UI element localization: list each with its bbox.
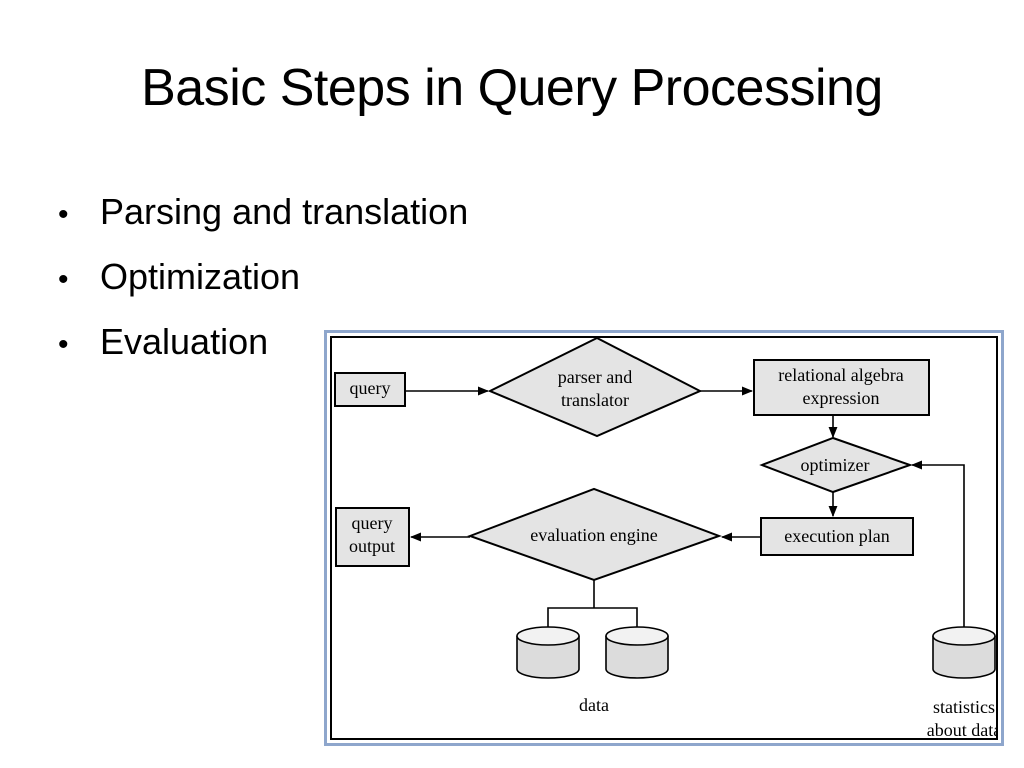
parser-diamond-shape <box>487 338 703 438</box>
arrow-statistics-to-optimizer <box>910 460 965 628</box>
line-data-branch <box>547 607 638 628</box>
bullet-dot: • <box>58 198 69 231</box>
bullet-list: • Parsing and translation • Optimization •… <box>58 186 468 381</box>
data-cylinder-1 <box>516 626 580 679</box>
statistics-label-line2: about data <box>927 720 998 740</box>
evaluation-diamond-shape <box>467 487 722 582</box>
cylinder-top <box>605 626 669 646</box>
query-box: query <box>334 372 406 407</box>
bullet-item: • Evaluation <box>58 316 468 381</box>
optimizer-label: optimizer <box>801 455 870 475</box>
bullet-text: Parsing and translation <box>100 191 469 232</box>
bullet-dot: • <box>58 263 69 296</box>
connectors <box>405 386 965 628</box>
bullet-item: • Parsing and translation <box>58 186 468 251</box>
parser-label-line1: parser and <box>558 367 632 387</box>
relational-algebra-line1: relational algebra <box>778 365 903 385</box>
relational-algebra-rect <box>753 359 930 416</box>
slide-title: Basic Steps in Query Processing <box>141 59 883 117</box>
query-processing-diagram: query parser and translator relational a… <box>334 338 998 740</box>
parser-translator-diamond: parser and translator <box>487 338 703 438</box>
query-output-line2: output <box>349 536 395 556</box>
query-output-line1: query <box>352 513 393 533</box>
data-cylinder-2 <box>605 626 669 679</box>
cylinder-body <box>932 636 996 679</box>
statistics-label-line1: statistics <box>933 697 995 717</box>
parser-label-line2: translator <box>561 390 629 410</box>
bullet-text: Evaluation <box>100 321 269 362</box>
optimizer-diamond: optimizer <box>759 436 914 494</box>
cylinder-body <box>516 636 580 679</box>
evaluation-engine-diamond: evaluation engine <box>467 487 722 582</box>
cylinder-top <box>516 626 580 646</box>
figure-inner-border: query parser and translator relational a… <box>330 336 998 740</box>
query-box-rect <box>334 372 406 407</box>
execution-plan-box: execution plan <box>760 517 914 556</box>
bullet-text: Optimization <box>100 256 301 297</box>
relational-algebra-box: relational algebra expression <box>753 359 930 416</box>
query-label: query <box>350 378 391 398</box>
query-output-box: query output <box>335 507 410 567</box>
figure-frame: query parser and translator relational a… <box>324 330 1004 746</box>
relational-algebra-line2: expression <box>803 388 880 408</box>
query-output-rect <box>335 507 410 567</box>
statistics-cylinder <box>932 626 996 679</box>
bullet-dot: • <box>58 328 69 361</box>
optimizer-diamond-shape <box>759 436 914 494</box>
bullet-item: • Optimization <box>58 251 468 316</box>
cylinder-top <box>932 626 996 646</box>
execution-plan-label: execution plan <box>784 526 889 546</box>
evaluation-engine-label: evaluation engine <box>530 525 657 545</box>
data-label: data <box>579 695 609 715</box>
execution-plan-rect <box>760 517 914 556</box>
cylinder-body <box>605 636 669 679</box>
